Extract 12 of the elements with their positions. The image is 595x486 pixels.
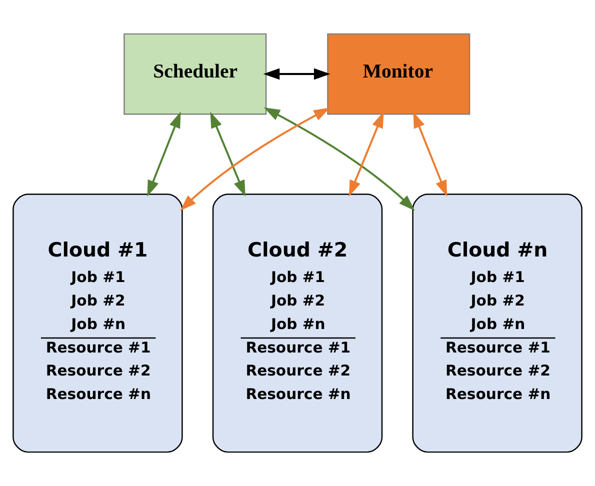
- node-box: Monitor: [327, 33, 470, 115]
- arrow: [348, 112, 384, 197]
- arrow: [210, 112, 246, 197]
- arrow: [413, 112, 448, 197]
- arrow: [264, 107, 415, 211]
- node-box: Cloud #n Job #1 Job #2 Job #n Resource #1 Resource #2 Resource #n: [412, 194, 582, 453]
- node-box: Cloud #1 Job #1 Job #2 Job #n Resource #1 Resource #2 Resource #n: [12, 194, 183, 453]
- arrow: [147, 112, 181, 197]
- arrow: [263, 68, 330, 80]
- node-box: Scheduler: [124, 33, 267, 115]
- arrow: [180, 108, 330, 211]
- node-box: Cloud #2 Job #1 Job #2 Job #n Resource #1 Resource #2 Resource #n: [212, 194, 383, 453]
